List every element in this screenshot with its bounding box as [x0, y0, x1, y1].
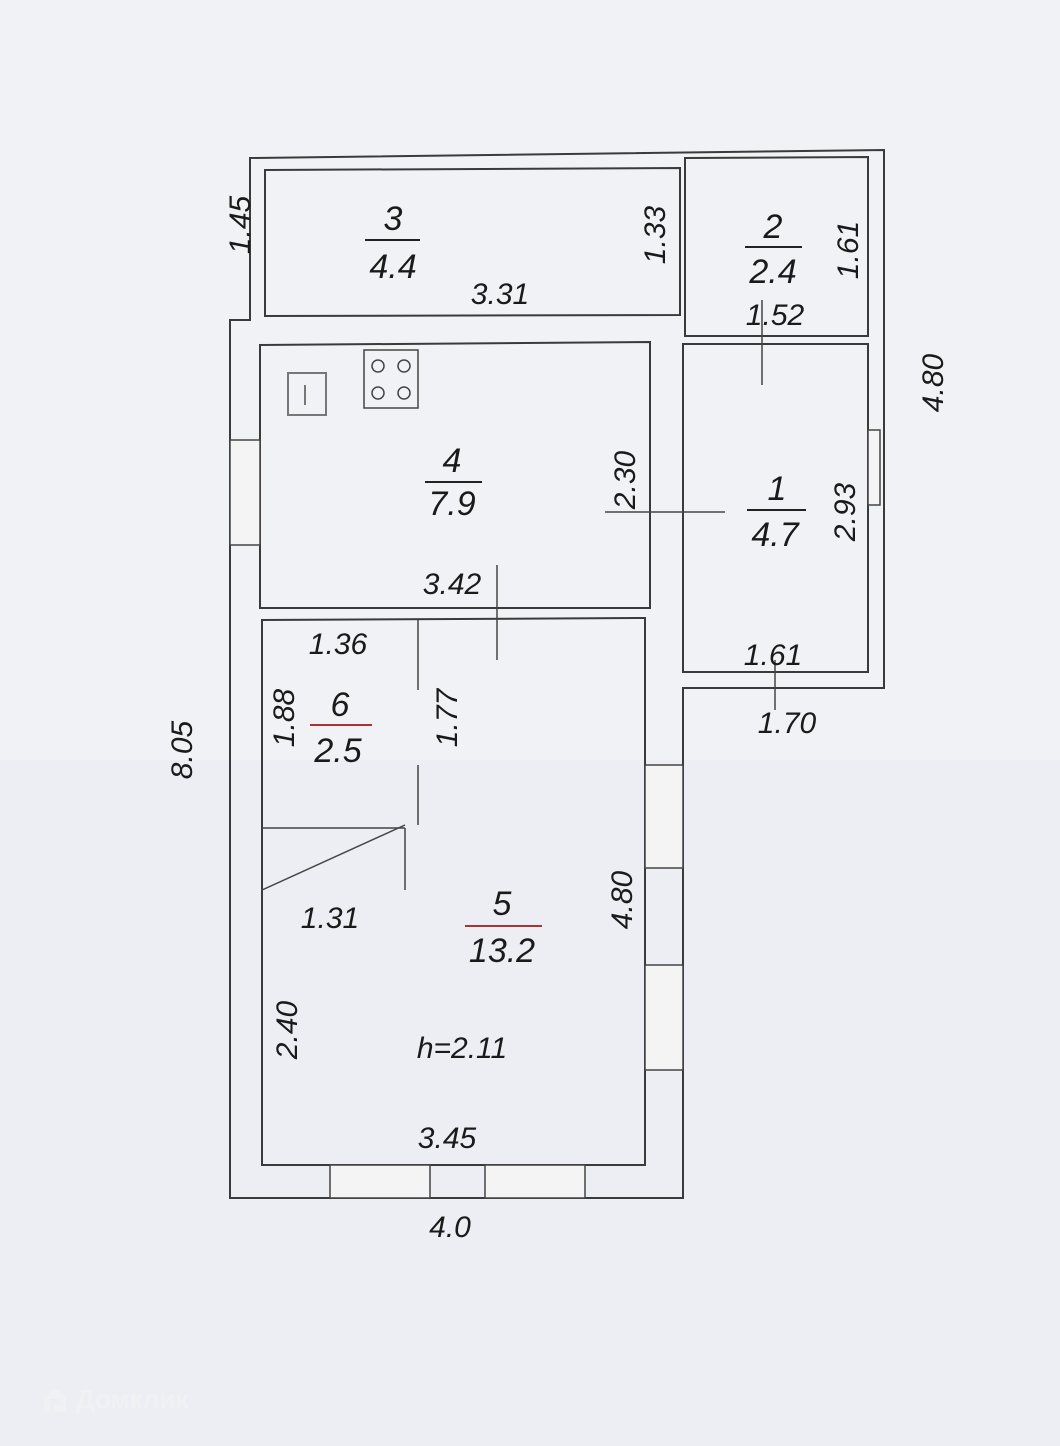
- dim-room3-height: 1.33: [639, 205, 672, 264]
- dim-room1-outer: 1.70: [758, 707, 817, 740]
- room-1-walls: [682, 343, 869, 673]
- dim-room6-height: 1.88: [268, 688, 301, 747]
- dim-room4-width: 3.42: [423, 568, 482, 601]
- outer-wall: [229, 148, 885, 1199]
- svg-text:5: 5: [493, 885, 512, 923]
- window: [484, 1164, 586, 1199]
- svg-text:3: 3: [384, 200, 403, 238]
- room-4-label: 4 7.9: [425, 442, 482, 523]
- room-2-label: 2 2.4: [745, 208, 802, 291]
- dim-room5-lower: 2.40: [271, 1000, 304, 1060]
- furnace-icon: [287, 372, 327, 416]
- room-2-walls: [684, 155, 869, 337]
- window: [644, 964, 684, 1071]
- dim-room2-width: 1.52: [746, 299, 805, 332]
- watermark: Домклик: [40, 1384, 188, 1415]
- room-3-label: 3 4.4: [365, 200, 420, 286]
- room-1-label: 1 4.7: [747, 470, 806, 554]
- dim-room5-height: 4.80: [606, 870, 639, 929]
- svg-text:4: 4: [443, 442, 462, 480]
- window: [329, 1164, 431, 1199]
- room-6-label: 6 2.5: [310, 686, 372, 770]
- svg-text:1: 1: [768, 470, 787, 508]
- dim-left-total: 8.05: [166, 720, 199, 779]
- room-5-label: 5 13.2: [465, 885, 542, 970]
- room-3-walls: [264, 166, 681, 318]
- house-logo-icon: [44, 1387, 66, 1412]
- svg-text:2.5: 2.5: [313, 732, 361, 770]
- dim-room2-height: 1.61: [832, 221, 865, 279]
- svg-text:4.4: 4.4: [369, 248, 416, 286]
- room-5-walls: [261, 616, 646, 1166]
- dim-room1-height: 2.93: [829, 482, 862, 542]
- svg-text:13.2: 13.2: [469, 932, 535, 970]
- dim-room5-width: 3.45: [418, 1122, 477, 1155]
- dim-annex-height: 1.45: [224, 195, 257, 254]
- svg-text:2: 2: [763, 208, 783, 246]
- dim-room1-width: 1.61: [744, 639, 802, 672]
- window: [229, 439, 261, 546]
- dim-bottom-total: 4.0: [429, 1211, 471, 1244]
- stairs-diagonal: [261, 824, 406, 891]
- svg-text:2.4: 2.4: [748, 253, 796, 291]
- stove-icon: [363, 349, 419, 409]
- svg-text:7.9: 7.9: [428, 485, 475, 523]
- watermark-text: Домклик: [76, 1384, 189, 1414]
- dim-room6-width: 1.36: [309, 628, 368, 661]
- dim-room6-side: 1.77: [431, 687, 464, 747]
- window: [644, 764, 684, 869]
- svg-text:6: 6: [331, 686, 350, 724]
- paper-highlight: [0, 0, 1060, 760]
- svg-text:4.7: 4.7: [751, 516, 799, 554]
- dim-room3-width: 3.31: [471, 278, 529, 311]
- dim-stairs-width: 1.31: [301, 902, 359, 935]
- dim-room4-height: 2.30: [609, 450, 642, 510]
- window: [867, 429, 881, 506]
- dim-right-total: 4.80: [917, 353, 950, 412]
- ceiling-height: h=2.11: [417, 1032, 507, 1065]
